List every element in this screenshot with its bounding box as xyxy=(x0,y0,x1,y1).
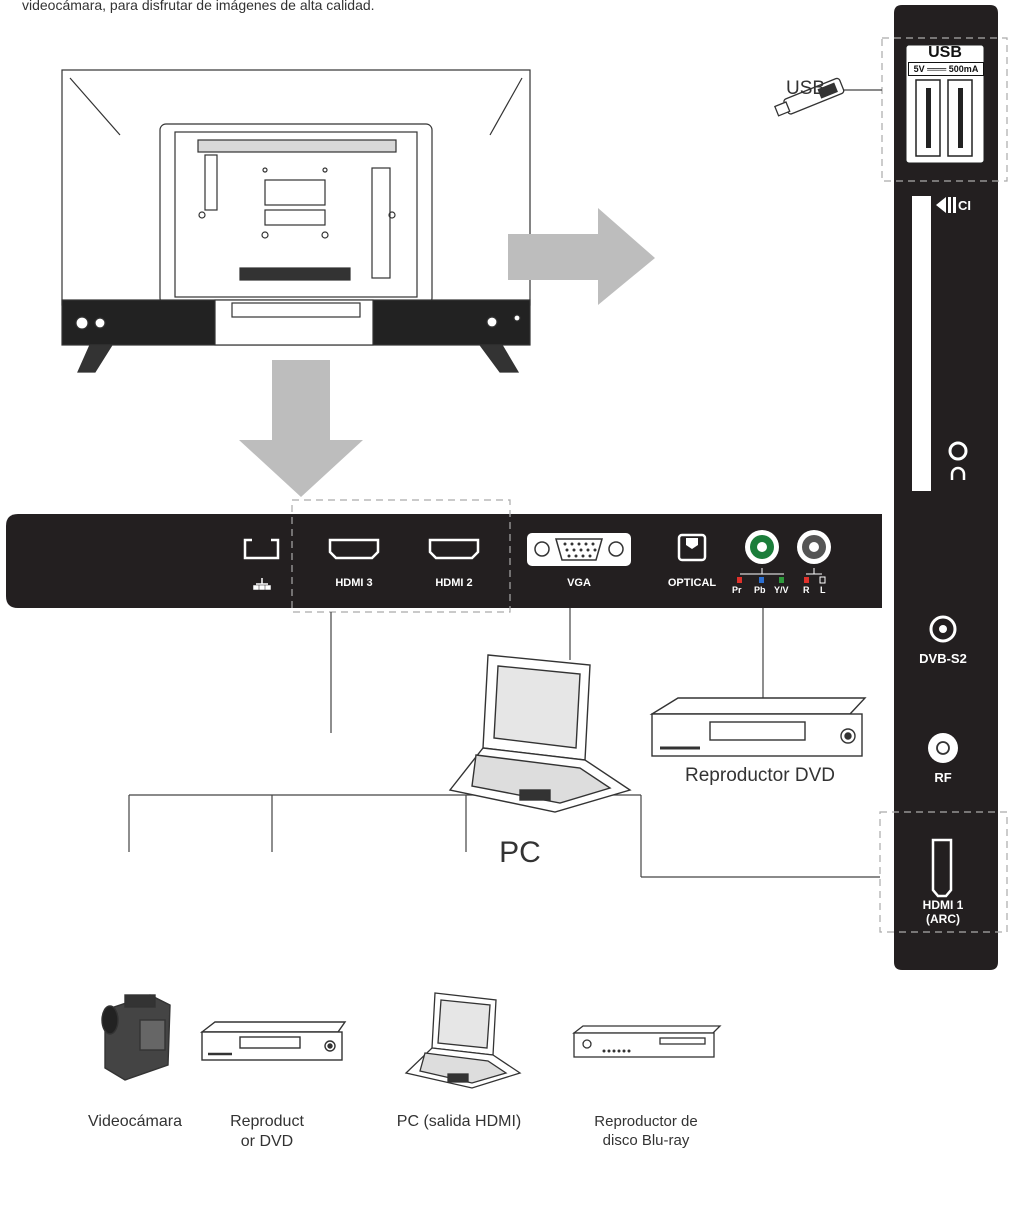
component-label-pr: Pr xyxy=(732,585,742,595)
audio-label-l: L xyxy=(820,585,826,595)
dvd-small-label-line2: or DVD xyxy=(240,1133,294,1150)
usb-device-label: USB xyxy=(786,78,826,99)
bluray-label-line2: disco Blu-ray xyxy=(602,1132,690,1149)
component-label-pb: Pb xyxy=(754,585,766,595)
hdmi2-port[interactable] xyxy=(428,538,480,560)
hdmi1-sub-label: (ARC) xyxy=(926,912,960,926)
usb-port-group xyxy=(881,37,1008,182)
bluray-player-icon xyxy=(572,1025,722,1058)
dvd-player-icon xyxy=(649,697,867,757)
dvd-player-small-icon xyxy=(199,1021,347,1061)
dvbs2-port[interactable] xyxy=(929,615,957,643)
rf-label: RF xyxy=(934,770,952,785)
component-label-yv: Y/V xyxy=(774,585,789,595)
camcorder-label: Videocámara xyxy=(88,1113,182,1130)
vga-label: VGA xyxy=(567,577,591,589)
ci-slot[interactable] xyxy=(912,196,931,491)
intro-text: videocámara, para disfrutar de imágenes … xyxy=(22,0,375,13)
ci-label: CI xyxy=(958,198,971,213)
optical-port[interactable] xyxy=(677,533,707,562)
network-icon xyxy=(253,578,271,590)
hdmi3-label: HDMI 3 xyxy=(335,577,373,589)
usb-stick-icon xyxy=(774,77,845,117)
arrow-right xyxy=(508,208,655,305)
hdmi-port-group xyxy=(291,499,511,613)
hdmi3-port[interactable] xyxy=(328,538,380,560)
headphone-jack[interactable] xyxy=(948,441,968,461)
ci-arrow-icon xyxy=(936,197,946,213)
tv-back-illustration xyxy=(61,69,531,373)
hdmi2-label: HDMI 2 xyxy=(435,577,473,589)
dvd-player-label: Reproductor DVD xyxy=(685,765,835,786)
bottom-panel xyxy=(6,514,882,608)
pc-hdmi-label: PC (salida HDMI) xyxy=(396,1113,522,1130)
arrow-down xyxy=(239,360,363,497)
hdmi1-port[interactable] xyxy=(931,838,953,898)
usb-title: USB xyxy=(928,44,962,61)
rf-port[interactable] xyxy=(928,733,958,763)
pc-label: PC xyxy=(499,836,541,869)
dvbs2-label: DVB-S2 xyxy=(919,651,967,666)
connection-lines xyxy=(128,89,882,878)
hdmi1-label: HDMI 1 xyxy=(922,898,964,912)
hdmi1-port-group xyxy=(879,811,1008,933)
dvd-small-label-line1: Reproduct xyxy=(230,1113,304,1130)
headphone-icon xyxy=(950,466,966,480)
camcorder-icon xyxy=(101,994,171,1081)
usb-rating: 5V ═══ 500mA xyxy=(908,62,984,76)
laptop-small-icon xyxy=(404,992,522,1089)
audio-label-r: R xyxy=(803,585,810,595)
bluray-label-line1: Reproductor de xyxy=(594,1113,698,1130)
optical-label: OPTICAL xyxy=(667,577,717,589)
laptop-icon xyxy=(448,654,632,813)
